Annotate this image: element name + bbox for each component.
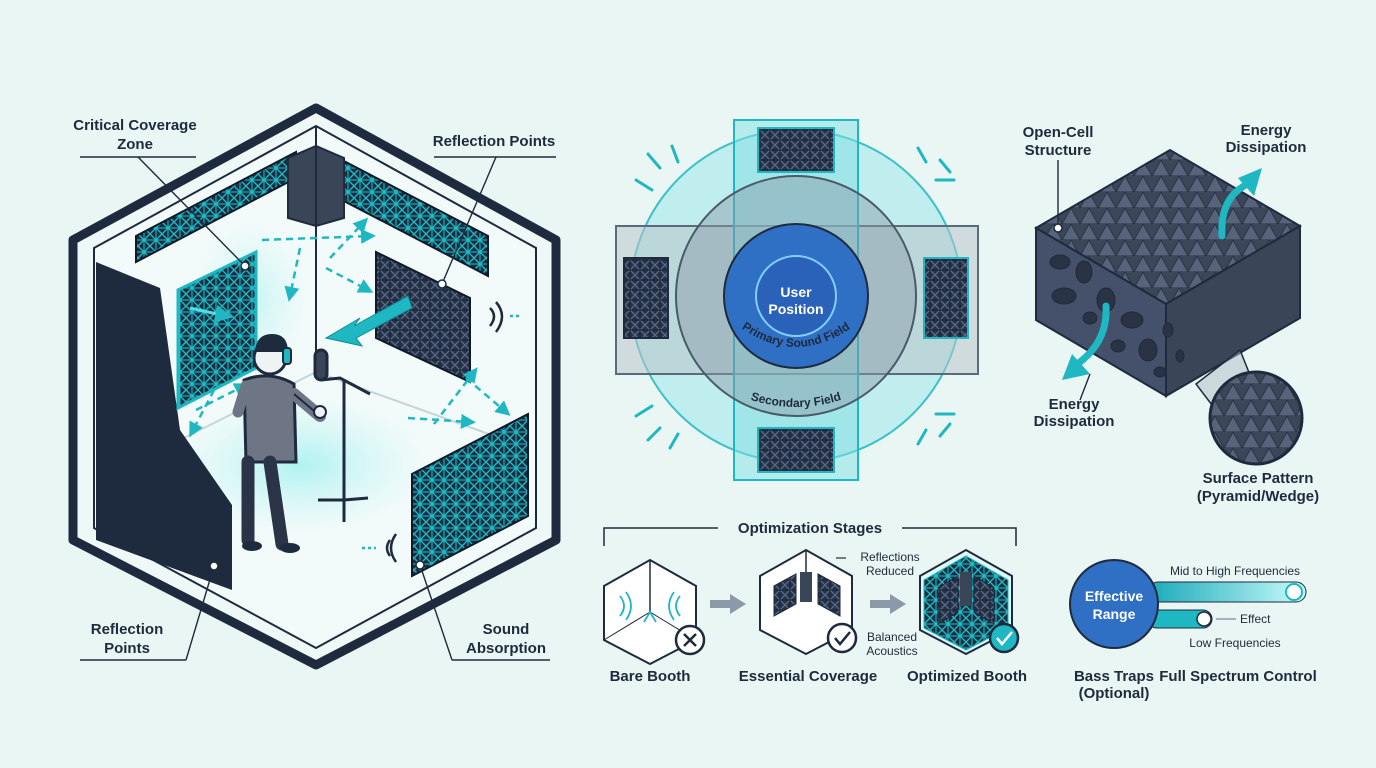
user-position-marker <box>755 255 837 337</box>
user-position-line1: User <box>780 284 812 300</box>
sound-field-diagram: Primary Sound Field Secondary Field User… <box>615 119 979 481</box>
critical-zone-label-line2: Zone <box>117 136 153 153</box>
energy-top-line2: Dissipation <box>1226 139 1307 156</box>
surface-pattern-magnifier <box>1208 370 1304 466</box>
bass-traps-line1: Bass Traps <box>1074 668 1154 685</box>
stage-essential-coverage <box>759 548 858 656</box>
foam-detail-illustration: Open-Cell Structure Energy Dissipation E… <box>1023 122 1320 505</box>
foam-panel-field-right <box>923 257 969 339</box>
effective-range-badge <box>1069 559 1159 649</box>
reflection-points-bottom-line2: Points <box>104 640 150 657</box>
surface-pattern-line2: (Pyramid/Wedge) <box>1197 488 1319 505</box>
balanced-acoustics-line1: Balanced <box>867 630 917 644</box>
reflection-points-bottom-line1: Reflection <box>91 621 164 638</box>
open-cell-line2: Structure <box>1025 142 1092 159</box>
energy-bottom-line1: Energy <box>1049 396 1101 413</box>
balanced-acoustics-line2: Acoustics <box>866 644 917 658</box>
reflections-reduced-line1: Reflections <box>860 550 919 564</box>
bare-booth-label: Bare Booth <box>610 668 691 685</box>
optimized-check-icon <box>988 622 1020 654</box>
emission-ticks <box>634 144 956 450</box>
effect-label: Effect <box>1240 612 1271 626</box>
reflections-reduced-line2: Reduced <box>866 564 914 578</box>
sound-absorption-line1: Sound <box>483 621 530 638</box>
foam-panel-field-bottom <box>757 427 835 473</box>
stage-arrow-1 <box>710 594 746 614</box>
stages-title: Optimization Stages <box>738 520 882 537</box>
person-figure <box>232 334 327 553</box>
stage-arrow-2 <box>870 594 906 614</box>
essential-coverage-label: Essential Coverage <box>739 668 877 685</box>
bass-traps-line2: (Optional) <box>1079 685 1150 702</box>
energy-bottom-line2: Dissipation <box>1034 413 1115 430</box>
energy-arrow-down <box>1062 354 1090 380</box>
sound-wave-icon-front <box>362 533 398 563</box>
low-frequencies-label: Low Frequencies <box>1189 636 1280 650</box>
stage-optimized-booth <box>919 548 1020 656</box>
sound-absorption-line2: Absorption <box>466 640 546 657</box>
mid-high-label: Mid to High Frequencies <box>1170 564 1300 578</box>
open-cell-line1: Open-Cell <box>1023 124 1094 141</box>
foam-panel-field-top <box>757 127 835 173</box>
optimized-booth-label: Optimized Booth <box>907 668 1027 685</box>
mid-high-frequency-bar <box>1147 581 1307 603</box>
user-position-line2: Position <box>768 301 823 317</box>
secondary-field-label: Secondary Field <box>749 389 842 410</box>
booth-illustration: Critical Coverage Zone Reflection Points… <box>68 103 561 670</box>
effective-range: Effective Range Mid to High Frequencies … <box>1069 559 1317 702</box>
full-spectrum-label: Full Spectrum Control <box>1159 668 1317 685</box>
sound-wave-icon-right <box>488 301 522 333</box>
energy-top-line1: Energy <box>1241 122 1293 139</box>
effective-range-line1: Effective <box>1085 588 1144 604</box>
effective-range-line2: Range <box>1093 606 1136 622</box>
surface-pattern-line1: Surface Pattern <box>1203 470 1314 487</box>
foam-panel-front <box>411 412 529 578</box>
optimization-stages: Optimization Stages <box>603 520 1027 685</box>
critical-zone-label-line1: Critical Coverage <box>73 117 196 134</box>
foam-panel-field-left <box>623 257 669 339</box>
energy-arrow-up <box>1238 168 1262 196</box>
absorption-arrow <box>324 295 413 347</box>
reflection-points-top-label: Reflection Points <box>433 133 556 150</box>
booth-door <box>96 262 232 590</box>
essential-check-icon <box>826 622 858 654</box>
microphone-stand <box>313 348 371 522</box>
stage-bare-booth <box>603 558 706 666</box>
